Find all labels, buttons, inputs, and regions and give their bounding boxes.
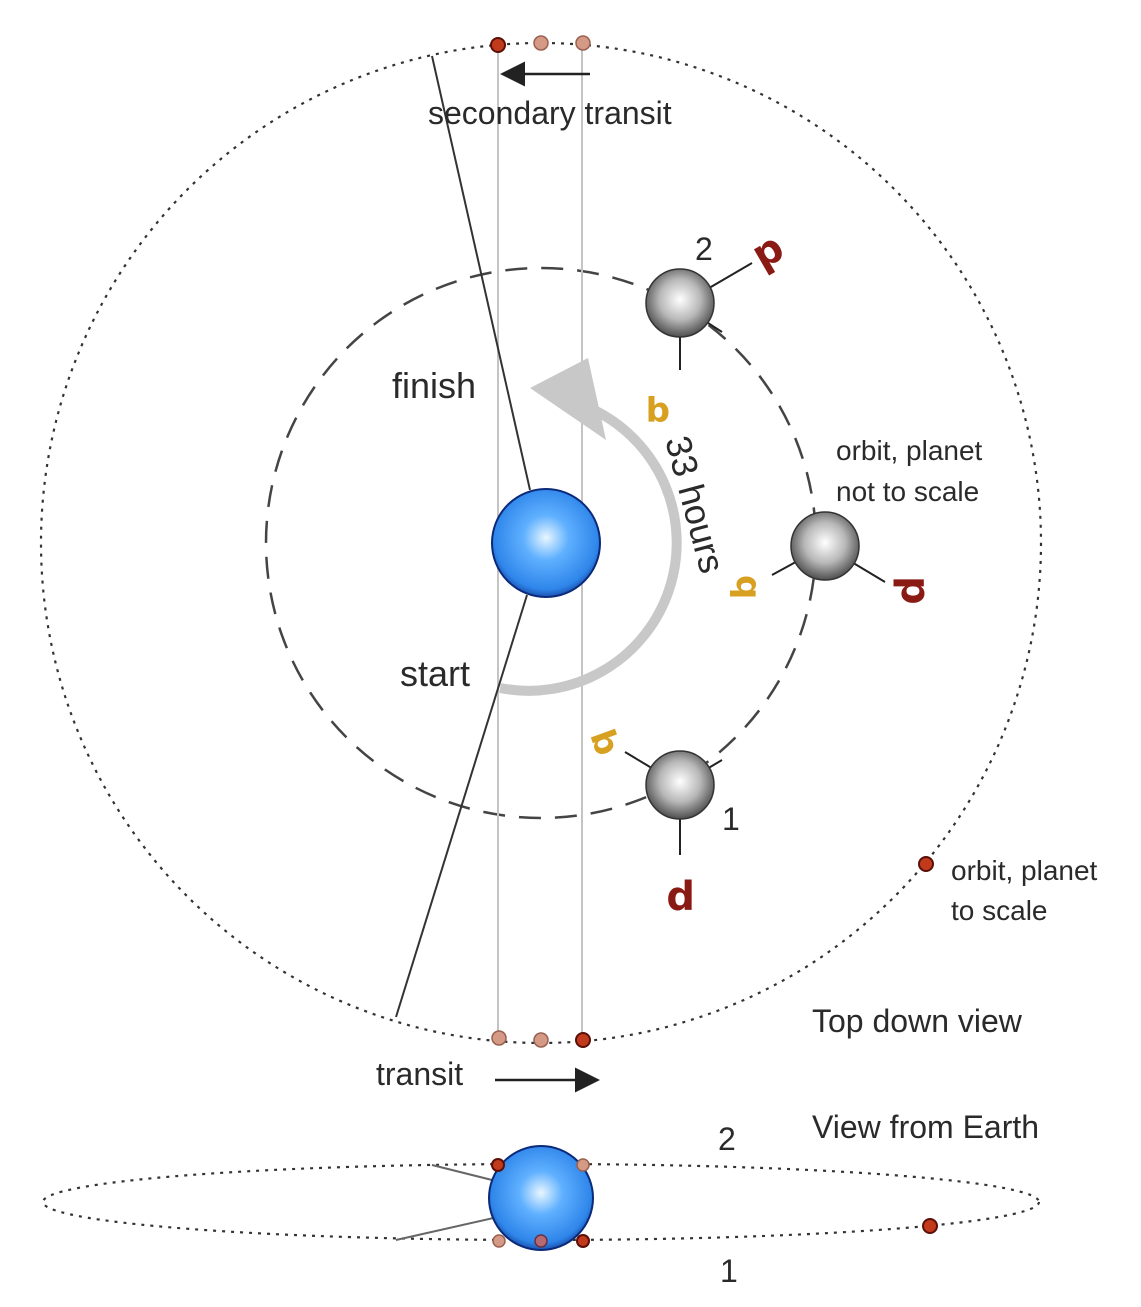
orbit-not-to-scale-line1: orbit, planet <box>836 435 983 466</box>
planet-dot-top-3 <box>575 35 591 51</box>
planet-position-mid <box>771 511 886 583</box>
orbit-not-to-scale-line2: not to scale <box>836 476 979 507</box>
q-marker-mid: q <box>728 575 768 599</box>
transit-label: transit <box>376 1056 463 1092</box>
orbit-to-scale-line2: to scale <box>951 895 1048 926</box>
q-marker-pos1: q <box>578 725 624 762</box>
p-marker-pos2: p <box>744 225 792 279</box>
start-label: start <box>400 653 470 694</box>
rotation-arrowhead <box>530 358 606 440</box>
planet-position-2 <box>645 262 753 370</box>
planet-dot-bottom-1 <box>491 1030 507 1046</box>
side-view-dot-bottom-1 <box>492 1234 506 1248</box>
side-view-dot-bottom-3 <box>576 1234 590 1248</box>
planet-dot-top-1 <box>490 37 506 53</box>
p-marker-mid: p <box>892 576 938 605</box>
planet-position-1 <box>624 750 723 855</box>
view-from-earth-label: View from Earth <box>812 1109 1039 1145</box>
sightline-top <box>431 55 531 491</box>
star <box>491 488 601 598</box>
side-view-planet-dot <box>922 1218 938 1234</box>
position-2-label: 2 <box>695 231 713 267</box>
finish-label: finish <box>392 365 476 406</box>
planet-to-scale-dot <box>918 856 934 872</box>
q-marker-pos2: q <box>646 394 670 434</box>
rotation-arrow <box>499 405 682 696</box>
side-view-orbit <box>41 1162 1041 1242</box>
planet-dot-top-2 <box>533 35 549 51</box>
side-view-star <box>488 1145 594 1251</box>
planet-dot-bottom-2 <box>533 1032 549 1048</box>
side-view-dot-top-1 <box>491 1158 505 1172</box>
side-view-label-2: 2 <box>718 1121 736 1157</box>
side-view-sightline-top <box>431 1164 501 1183</box>
position-1-label: 1 <box>722 801 740 837</box>
secondary-transit-label: secondary transit <box>428 95 672 131</box>
top-down-view-label: Top down view <box>812 1003 1023 1039</box>
p-marker-pos1: p <box>666 878 695 924</box>
side-view-dot-bottom-2 <box>534 1234 548 1248</box>
side-view-label-1: 1 <box>720 1253 738 1289</box>
side-view-dot-top-2 <box>576 1158 590 1172</box>
sightline-bottom <box>395 594 528 1018</box>
planet-dot-bottom-3 <box>575 1032 591 1048</box>
orbit-to-scale-line1: orbit, planet <box>951 855 1098 886</box>
